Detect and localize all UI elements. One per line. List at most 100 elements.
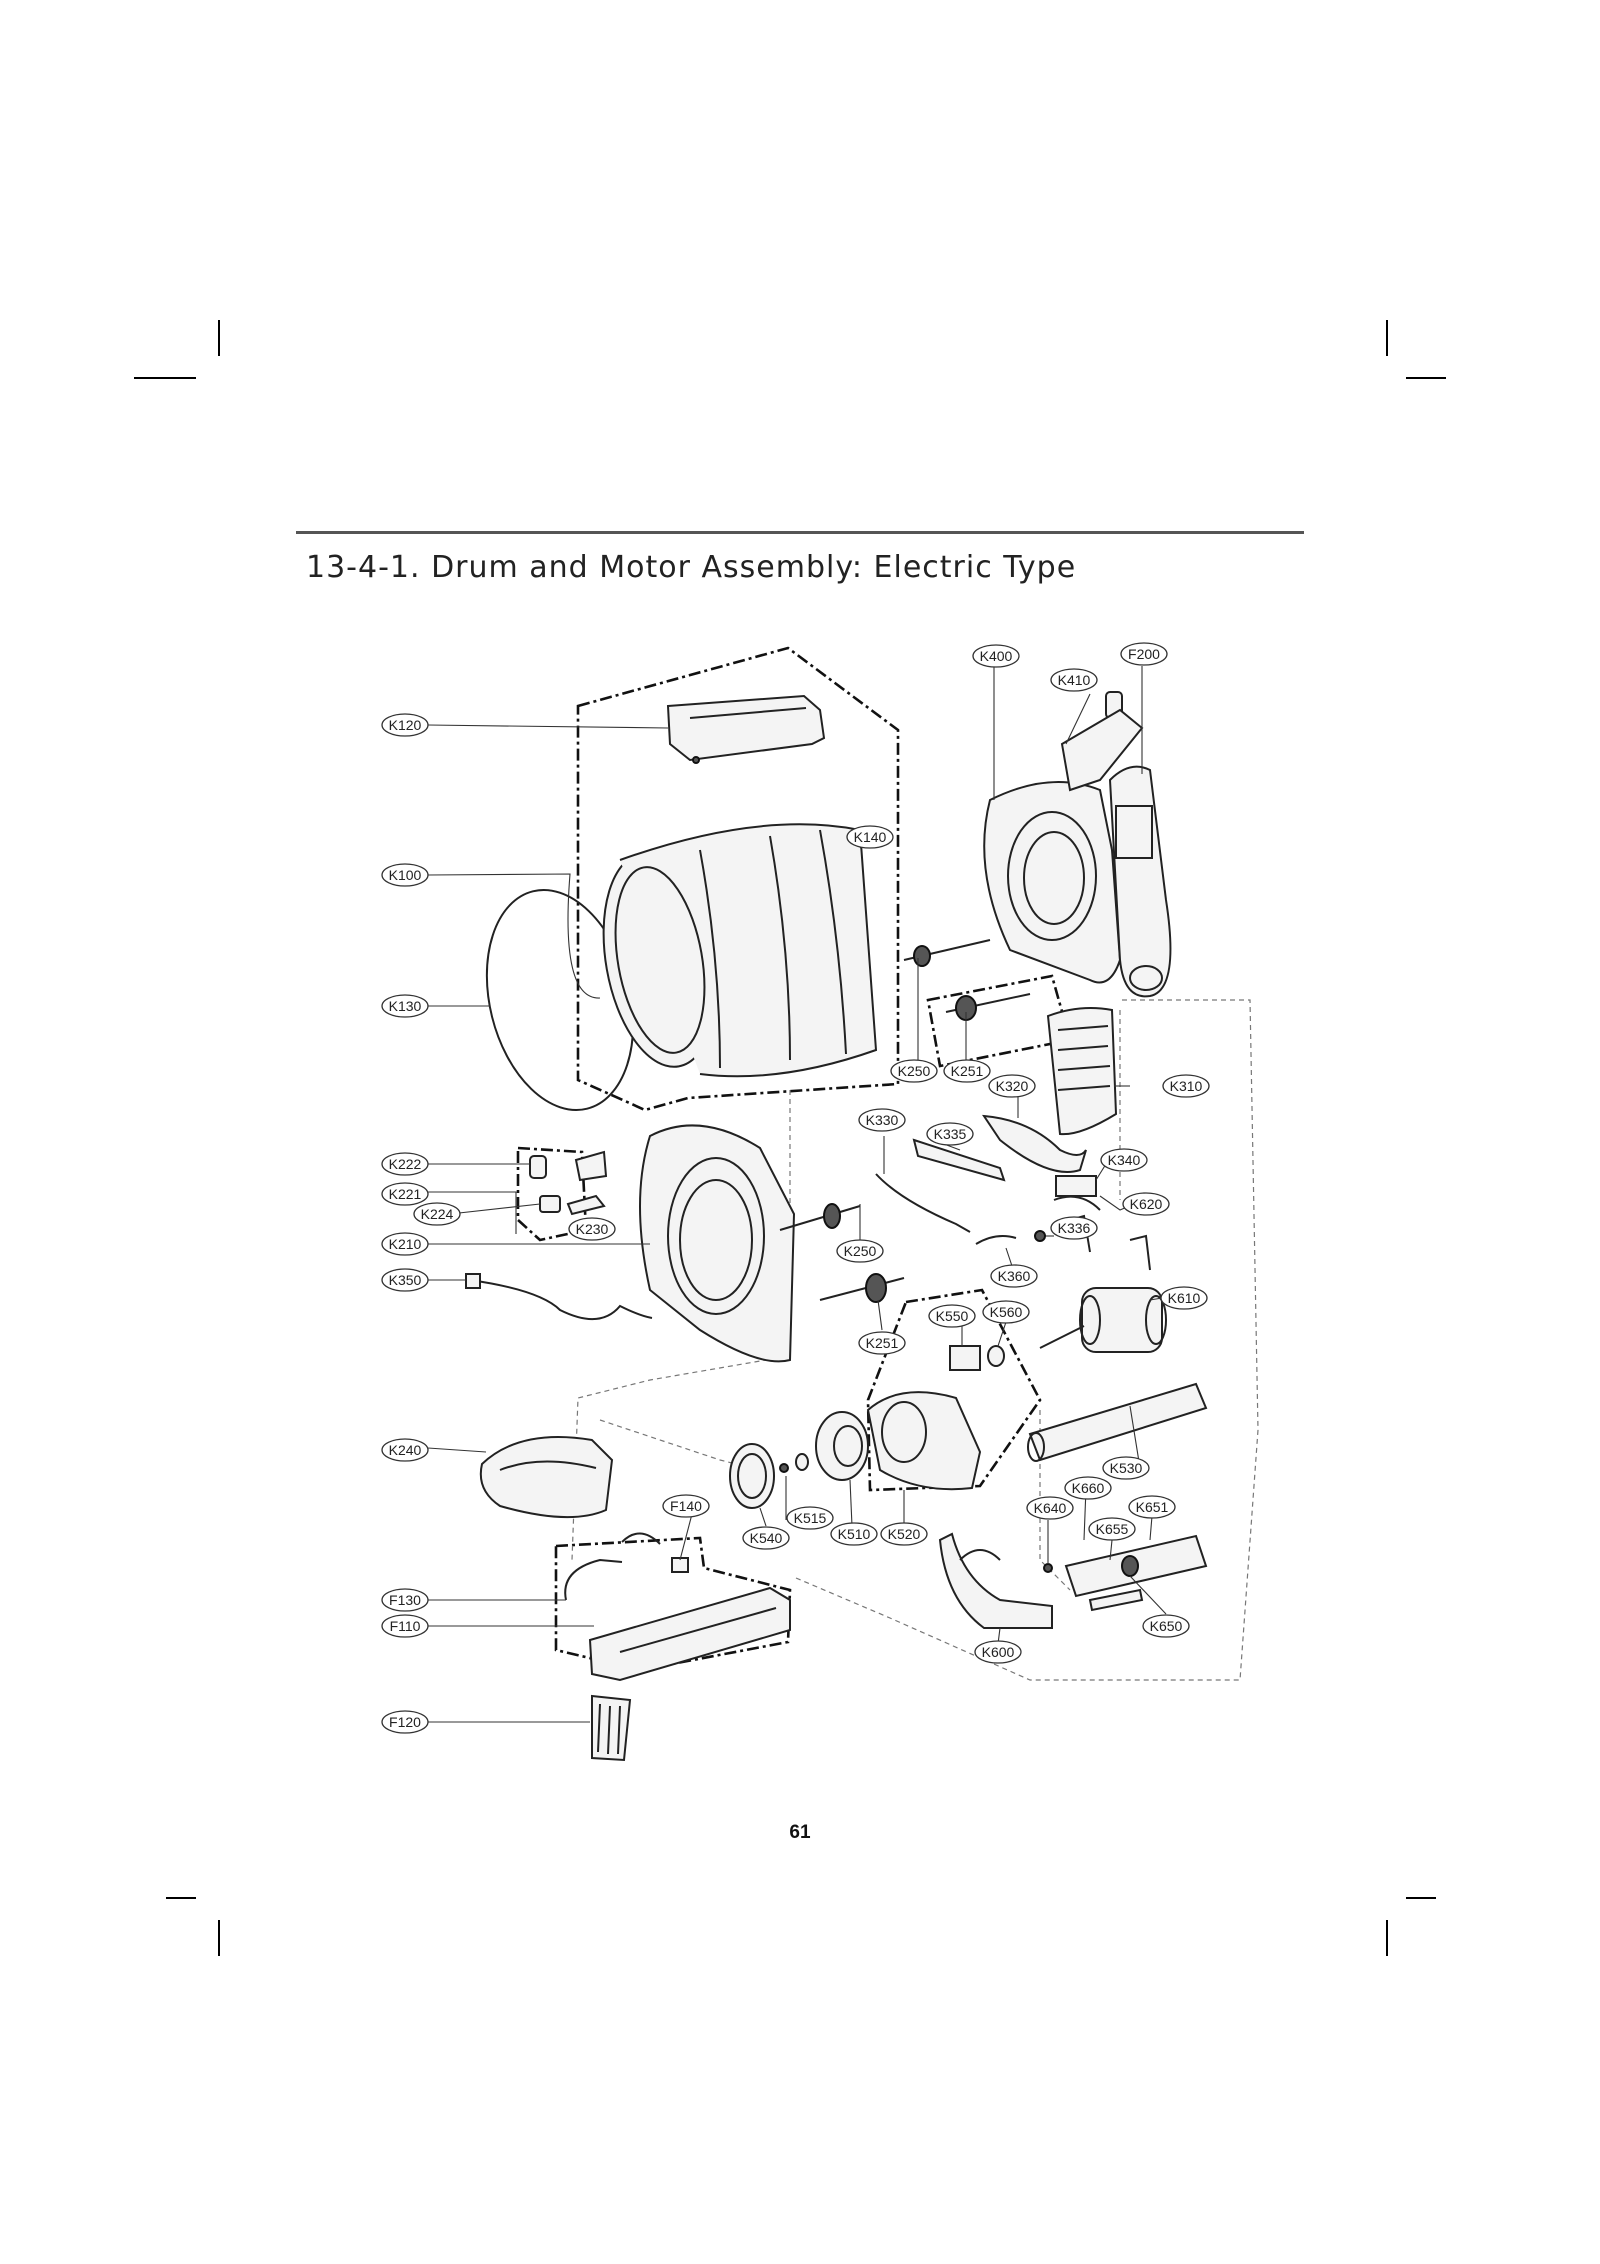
svg-text:F120: F120 — [389, 1714, 421, 1730]
callout-k224: K224 — [413, 1202, 461, 1226]
svg-text:F110: F110 — [390, 1618, 421, 1634]
crop-mark — [1386, 1920, 1388, 1956]
header-rule — [296, 531, 1304, 534]
section-title: 13-4-1. Drum and Motor Assembly: Electri… — [306, 550, 1077, 585]
svg-text:K600: K600 — [982, 1644, 1015, 1660]
part-k310-lint-filter — [1046, 1007, 1118, 1136]
part-k120-drum-bracket — [666, 694, 826, 764]
svg-text:K350: K350 — [389, 1272, 422, 1288]
part-k515-washer — [779, 1453, 809, 1473]
callout-k335: K335 — [926, 1122, 974, 1146]
callout-k100: K100 — [381, 863, 429, 887]
svg-text:K360: K360 — [998, 1268, 1031, 1284]
callout-k330: K330 — [858, 1108, 906, 1132]
svg-text:K400: K400 — [980, 648, 1013, 664]
part-k330-idler-arm — [875, 1173, 971, 1233]
part-k230-clip — [566, 1150, 608, 1216]
svg-text:K230: K230 — [576, 1221, 609, 1237]
part-k350-connector — [465, 1273, 481, 1289]
callout-k510: K510 — [830, 1522, 878, 1546]
svg-text:K655: K655 — [1096, 1521, 1129, 1537]
part-k221-sensor — [539, 1195, 561, 1213]
page-number: 61 — [789, 1822, 811, 1843]
crop-mark — [134, 377, 196, 379]
svg-text:K210: K210 — [389, 1236, 422, 1252]
svg-text:K651: K651 — [1136, 1499, 1169, 1515]
part-f130-wire — [564, 1558, 623, 1601]
svg-text:K540: K540 — [750, 1530, 783, 1546]
part-k520-blower-housing — [866, 1391, 982, 1491]
leader-lines — [427, 666, 1167, 1723]
callout-k140: K140 — [846, 825, 894, 849]
callout-k550: K550 — [928, 1304, 976, 1328]
svg-text:K620: K620 — [1130, 1196, 1163, 1212]
callout-k340: K340 — [1100, 1148, 1148, 1172]
svg-text:F200: F200 — [1128, 646, 1160, 662]
fan-housing-outline — [866, 1288, 1042, 1492]
svg-text:K120: K120 — [389, 717, 422, 733]
part-k100-drum — [602, 823, 878, 1078]
part-k340-bracket — [1053, 1175, 1101, 1211]
svg-text:K660: K660 — [1072, 1480, 1105, 1496]
part-k250-roller-lower — [779, 1203, 861, 1231]
part-k400-rear-bulkhead — [983, 781, 1122, 984]
svg-text:K336: K336 — [1058, 1220, 1091, 1236]
svg-text:K650: K650 — [1150, 1618, 1183, 1634]
svg-text:K250: K250 — [844, 1243, 877, 1259]
svg-text:K550: K550 — [936, 1308, 969, 1324]
svg-text:K610: K610 — [1168, 1290, 1201, 1306]
svg-text:K100: K100 — [389, 867, 422, 883]
callout-k410: K410 — [1050, 668, 1098, 692]
crop-mark — [1386, 320, 1388, 356]
part-k560-fitting — [987, 1345, 1005, 1367]
svg-text:K330: K330 — [866, 1112, 899, 1128]
svg-text:K240: K240 — [389, 1442, 422, 1458]
part-k600-motor-mount — [938, 1532, 1053, 1629]
part-k350-wire-harness — [469, 1279, 653, 1321]
part-f110-heater-housing — [588, 1586, 791, 1682]
part-k240-duct — [479, 1436, 614, 1519]
callout-k610: K610 — [1160, 1286, 1208, 1310]
svg-text:K520: K520 — [888, 1526, 921, 1542]
drum-assembly-outline — [576, 646, 900, 1112]
callout-k310: K310 — [1162, 1074, 1210, 1098]
callout-k250-lower: K250 — [836, 1239, 884, 1263]
svg-text:K515: K515 — [794, 1510, 827, 1526]
svg-text:K250: K250 — [898, 1063, 931, 1079]
callout-k130: K130 — [381, 994, 429, 1018]
callout-f110: F110 — [381, 1614, 429, 1638]
svg-text:K640: K640 — [1034, 1500, 1067, 1516]
callout-k120: K120 — [381, 713, 429, 737]
callout-k222: K222 — [381, 1152, 429, 1176]
svg-text:K320: K320 — [996, 1078, 1029, 1094]
svg-text:K222: K222 — [389, 1156, 422, 1172]
svg-text:K224: K224 — [421, 1206, 454, 1222]
callout-k540: K540 — [742, 1526, 790, 1550]
callout-k400: K400 — [972, 644, 1020, 668]
part-k251-roller-shaft-upper — [945, 993, 1031, 1021]
svg-text:K251: K251 — [951, 1063, 984, 1079]
callout-k640: K640 — [1026, 1496, 1074, 1520]
callout-k251-lower: K251 — [858, 1331, 906, 1355]
svg-text:K251: K251 — [866, 1335, 899, 1351]
callout-k251-upper: K251 — [943, 1059, 991, 1083]
crop-mark — [1406, 1897, 1436, 1899]
callout-k530: K530 — [1102, 1456, 1150, 1480]
callout-f130: F130 — [381, 1588, 429, 1612]
svg-text:K340: K340 — [1108, 1152, 1141, 1168]
callout-k320: K320 — [988, 1074, 1036, 1098]
part-k336-spring — [1034, 1230, 1046, 1242]
part-k640-screw — [1043, 1563, 1053, 1573]
callout-k350: K350 — [381, 1268, 429, 1292]
crop-mark — [1406, 377, 1446, 379]
svg-text:K310: K310 — [1170, 1078, 1203, 1094]
svg-text:K221: K221 — [389, 1186, 422, 1202]
callout-k600: K600 — [974, 1640, 1022, 1664]
part-k550-plate — [949, 1345, 981, 1371]
part-k610-motor — [1039, 1287, 1167, 1353]
callout-k230: K230 — [568, 1217, 616, 1241]
part-k251-roller-shaft-lower — [819, 1273, 905, 1303]
callout-k221: K221 — [381, 1182, 429, 1206]
callout-k515: K515 — [786, 1506, 834, 1530]
